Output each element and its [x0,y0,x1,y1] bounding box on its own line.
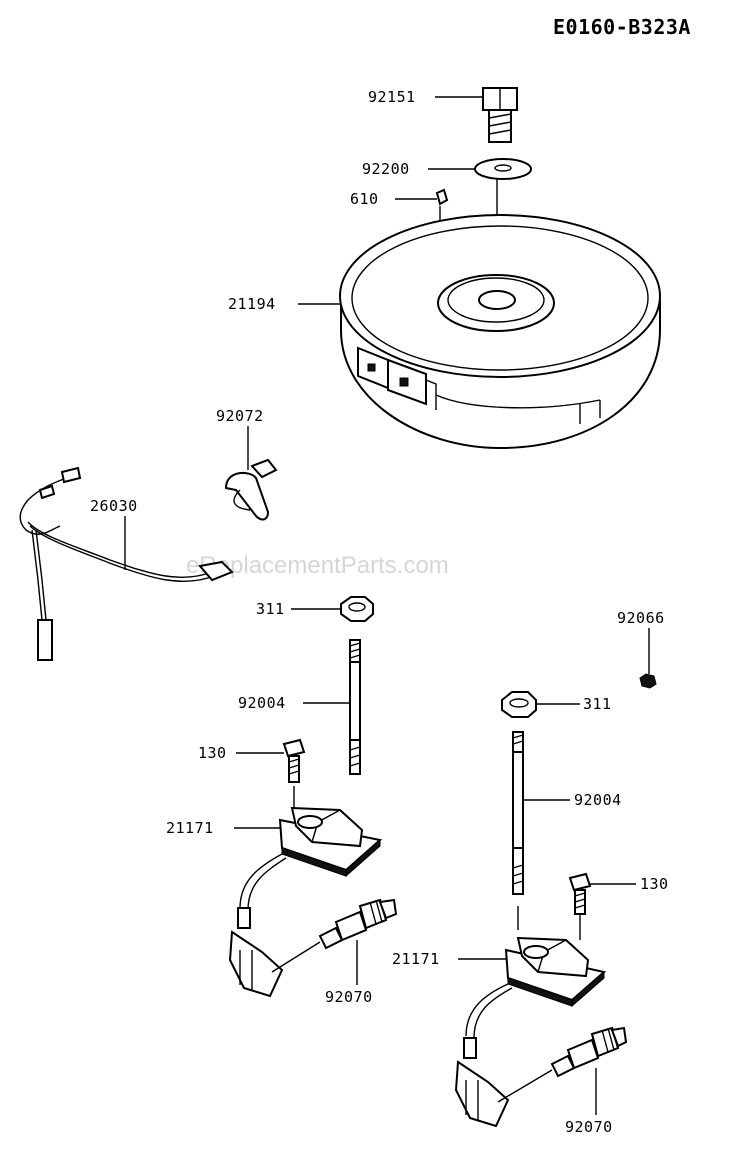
diagram-code: E0160-B323A [553,15,691,39]
callout-130-left: 130 [198,744,227,762]
callout-92004-right: 92004 [574,791,622,809]
clamp-92072-part [224,458,278,521]
callout-21194: 21194 [228,295,276,313]
callout-21171-left: 21171 [166,819,214,837]
callout-92066: 92066 [617,609,665,627]
callout-92200: 92200 [362,160,410,178]
spark-plug-92070-left-part [271,898,398,973]
bolt-130-right-part [568,872,592,915]
stud-92004-right-part [512,731,524,930]
callout-610: 610 [350,190,379,208]
key-610-part [435,188,449,206]
callout-130-right: 130 [640,875,669,893]
bolt-92151-part [482,87,518,143]
callout-311-left: 311 [256,600,285,618]
spark-plug-92070-right-part [497,1026,628,1103]
coil-21171-left-part [228,786,383,998]
callout-21171-right: 21171 [392,950,440,968]
coil-21171-right-part [454,914,607,1128]
callout-92072: 92072 [216,407,264,425]
callout-92070-right: 92070 [565,1118,613,1136]
callout-92004-left: 92004 [238,694,286,712]
callout-26030: 26030 [90,497,138,515]
nut-311-left-part [340,596,374,622]
lead-wire-26030-part [19,466,234,661]
washer-92200-part [474,158,532,180]
watermark: eReplacementParts.com [186,552,449,579]
nut-311-right-part [501,691,537,718]
callout-92151: 92151 [368,88,416,106]
nut-92066-part [639,673,657,689]
bolt-130-left-part [282,738,306,783]
stud-92004-left-part [349,639,361,775]
callout-92070-left: 92070 [325,988,373,1006]
callout-311-right: 311 [583,695,612,713]
flywheel-21194-part [339,214,661,450]
